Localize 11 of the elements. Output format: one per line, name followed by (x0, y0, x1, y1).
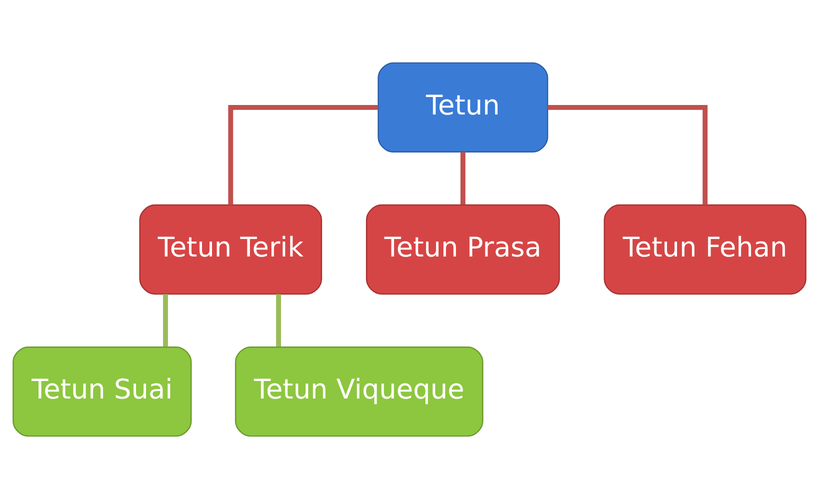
node-box: Tetun Terik (139, 204, 322, 295)
connector (163, 294, 168, 347)
node-box: Tetun Prasa (366, 204, 560, 295)
node-box: Tetun Viqueque (234, 346, 484, 437)
connector (548, 104, 708, 205)
node-box: Tetun Fehan (604, 204, 806, 295)
node-box: Tetun Suai (12, 346, 192, 437)
node-box: Tetun (378, 62, 548, 153)
connector (460, 152, 466, 205)
connector (276, 294, 282, 347)
connector (228, 104, 378, 205)
